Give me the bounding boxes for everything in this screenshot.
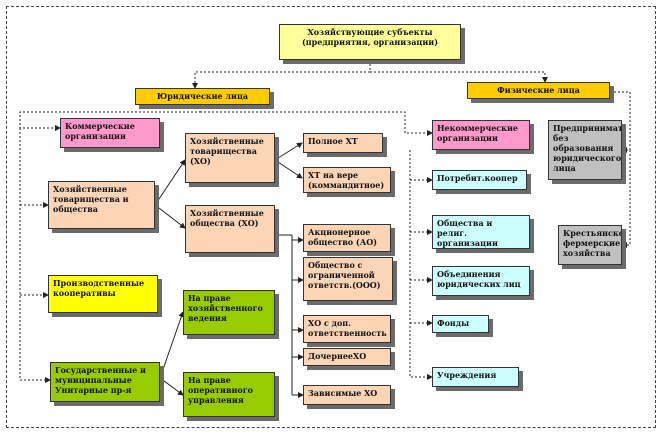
node-unitary-enterprises: Государственные и муниципальные Унитарны… bbox=[50, 362, 160, 402]
node-entrepreneur: Предпринимательство без образования юрид… bbox=[548, 120, 622, 180]
node-physical-persons: Физические лица bbox=[467, 82, 610, 99]
link-physical-farms bbox=[621, 150, 631, 248]
node-full-partnership: Полное ХТ bbox=[303, 133, 383, 153]
node-partnerships: Хозяйственные товарищества (ХО) bbox=[185, 133, 275, 183]
link-pc-partnerships bbox=[154, 159, 186, 206]
link-commercial-bus bbox=[19, 128, 51, 383]
node-farms: Крестьянско-фермерские хозяйства bbox=[558, 225, 622, 265]
node-associations: Объединения юридических лиц bbox=[432, 266, 530, 296]
node-root: Хозяйствующие субъекты (предприятия, орг… bbox=[279, 24, 461, 60]
node-production-coops: Производственные кооперативы bbox=[48, 275, 158, 313]
link-pc-companies bbox=[154, 204, 186, 229]
node-institutions: Учреждения bbox=[432, 367, 519, 387]
node-companies: Хозяйственные общества (ХО) bbox=[185, 205, 275, 253]
link-unitary-operational bbox=[159, 377, 184, 396]
node-additional-liability: ХО с доп. ответственность bbox=[303, 315, 391, 343]
node-llc: Общество с ограниченной ответств.(ООО) bbox=[303, 257, 393, 301]
node-operational-management: На праве оперативного управления bbox=[183, 372, 275, 417]
node-partnerships-and-companies: Хозяйственные товарищества и общества bbox=[48, 181, 155, 229]
node-limited-partnership: ХТ на вере (коммандитное) bbox=[303, 167, 391, 193]
diagram-frame bbox=[6, 6, 656, 428]
link-physical-entrepreneur bbox=[610, 91, 631, 153]
link-legal-noncommercial bbox=[200, 111, 433, 136]
link-unitary-economic bbox=[159, 311, 185, 379]
node-subsidiary: ДочернееХО bbox=[303, 348, 391, 366]
node-legal-entities: Юридические лица bbox=[135, 88, 270, 105]
node-consumer-coop: Потребит.коопер bbox=[432, 170, 527, 190]
node-noncommercial-org: Некоммерческие организации bbox=[432, 120, 530, 150]
link-root-physical bbox=[370, 71, 548, 83]
link-partnerships-full bbox=[274, 142, 303, 161]
link-root-legal bbox=[192, 60, 371, 89]
link-noncom-bus bbox=[409, 150, 433, 380]
node-public-religious: Общества и религ. организации bbox=[432, 215, 530, 249]
node-economic-management: На праве хозяйственного ведения bbox=[183, 290, 275, 335]
node-commercial-org: Коммерческие организации bbox=[60, 118, 160, 148]
node-funds: Фонды bbox=[432, 315, 489, 333]
node-dependent: Зависимые ХО bbox=[303, 385, 391, 405]
link-legal-commercial bbox=[19, 107, 201, 131]
node-joint-stock: Акционерное общество (АО) bbox=[303, 224, 391, 252]
link-partnerships-limited bbox=[274, 159, 303, 179]
